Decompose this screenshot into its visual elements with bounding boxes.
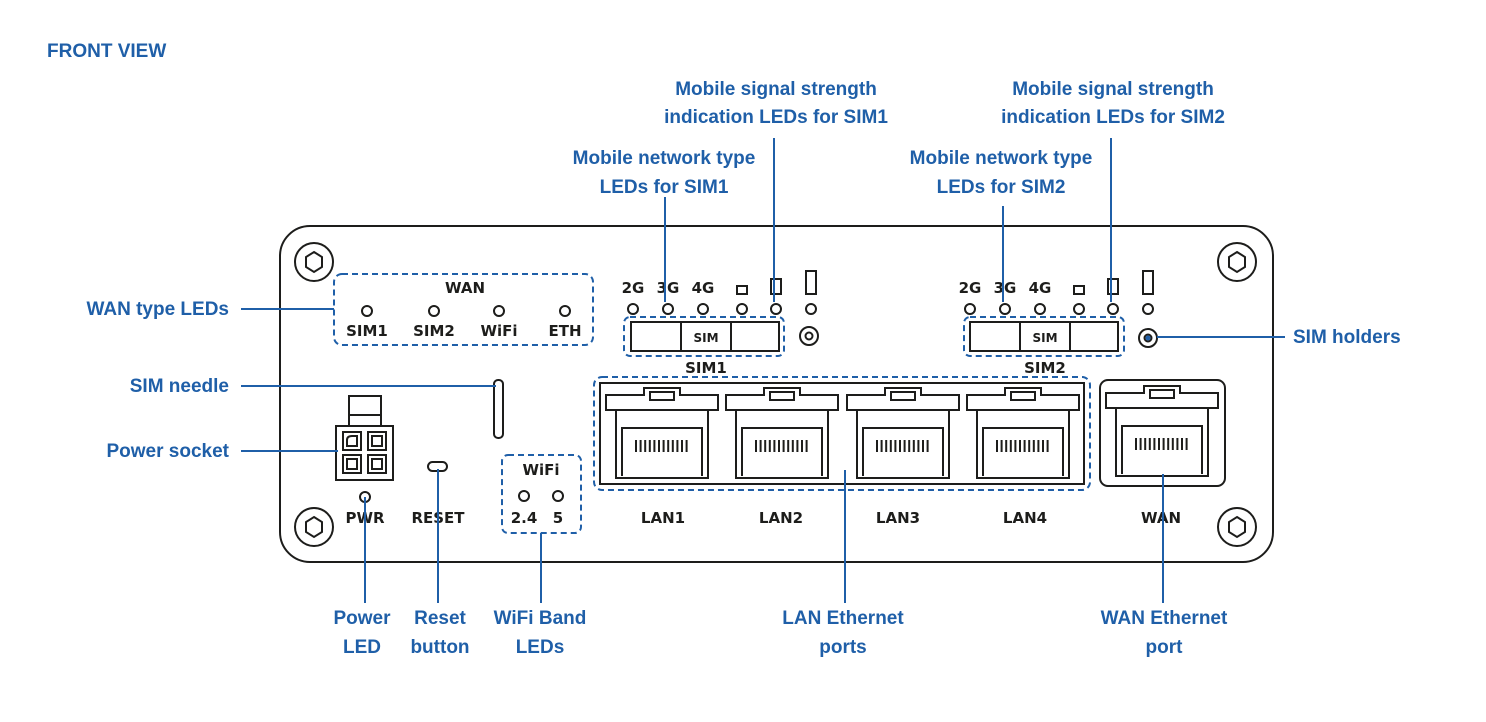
sim1-led-4g: [697, 303, 709, 315]
wifi-band-callout-line2: LEDs: [516, 637, 565, 658]
signal-sim1-callout-line1: Mobile signal strength: [675, 79, 877, 100]
sim1-led-3g: [662, 303, 674, 315]
sim1-holder-label: SIM1: [685, 359, 727, 377]
sim2-holder-label: SIM2: [1024, 359, 1066, 377]
signal-mid-icon: [770, 278, 782, 295]
wan-port-frame: [1099, 379, 1226, 487]
sim1-led-signal-2: [770, 303, 782, 315]
wan-led-sim1-label: SIM1: [346, 322, 388, 340]
wifi-band-led-group: WiFi 2.4 5: [501, 454, 582, 534]
wan-led-wifi-label: WiFi: [480, 322, 517, 340]
sim2-4g-label: 4G: [1029, 279, 1052, 297]
wan-led-sim1: [361, 305, 373, 317]
sim-holders-callout: SIM holders: [1293, 327, 1401, 348]
sim1-led-signal-3: [805, 303, 817, 315]
sim2-holder[interactable]: SIM SIM2: [963, 316, 1125, 377]
power-led-callout-line1: Power: [333, 608, 391, 629]
wan-port-label: WAN: [1141, 509, 1181, 527]
sim1-2g-label: 2G: [622, 279, 645, 297]
wan-led-eth: [559, 305, 571, 317]
wan-port-callout-line1: WAN Ethernet: [1101, 608, 1228, 629]
lan3-label: LAN3: [876, 509, 920, 527]
sim1-holder[interactable]: SIM SIM1: [623, 316, 785, 377]
power-socket[interactable]: [335, 395, 394, 481]
lan4-label: LAN4: [1003, 509, 1047, 527]
sim1-3g-label: 3G: [657, 279, 680, 297]
sim1-tray-label: SIM: [693, 331, 718, 345]
sim1-led-signal-1: [736, 303, 748, 315]
nettype-sim1-callout-line2: LEDs for SIM1: [600, 177, 729, 198]
signal-high-icon: [1142, 270, 1154, 295]
lan-ports: [605, 387, 1080, 479]
sim-needle[interactable]: [493, 379, 504, 439]
router-body: [279, 225, 1274, 563]
wifi-band-callout-line1: WiFi Band: [494, 608, 587, 629]
lan-ports-frame: [599, 382, 1085, 485]
reset-button-callout-line1: Reset: [414, 608, 466, 629]
wan-type-callout: WAN type LEDs: [86, 299, 229, 320]
sim1-led-group: 2G 3G 4G: [622, 270, 817, 315]
signal-low-icon: [1073, 285, 1085, 295]
power-socket-callout: Power socket: [107, 441, 230, 462]
nettype-sim2-callout-line2: LEDs for SIM2: [937, 177, 1066, 198]
screw-icon: [1217, 507, 1257, 547]
reset-button-callout-line2: button: [410, 637, 469, 658]
lan1-port[interactable]: [605, 387, 719, 479]
sim2-led-group: 2G 3G 4G: [959, 270, 1154, 315]
signal-mid-icon: [1107, 278, 1119, 295]
sim2-led-signal-2: [1107, 303, 1119, 315]
sim2-led-2g: [964, 303, 976, 315]
lan-ports-callout-line1: LAN Ethernet: [782, 608, 904, 629]
lan2-label: LAN2: [759, 509, 803, 527]
wan-led-eth-label: ETH: [548, 322, 581, 340]
sim2-led-3g: [999, 303, 1011, 315]
power-led-callout-line2: LED: [343, 637, 381, 658]
wifi-led-24: [518, 490, 530, 502]
signal-sim2-callout-line2: indication LEDs for SIM2: [1001, 107, 1225, 128]
wan-group-label: WAN: [445, 279, 485, 297]
nettype-sim1-callout-line1: Mobile network type: [573, 148, 756, 169]
wifi-24-label: 2.4: [511, 509, 538, 527]
wan-port-callout-line2: port: [1146, 637, 1184, 658]
screw-icon: [294, 507, 334, 547]
sim2-2g-label: 2G: [959, 279, 982, 297]
sim2-led-signal-1: [1073, 303, 1085, 315]
wan-led-wifi: [493, 305, 505, 317]
wan-led-group: WAN SIM1 SIM2 WiFi ETH: [333, 273, 594, 346]
signal-sim2-callout-line1: Mobile signal strength: [1012, 79, 1214, 100]
wifi-5-label: 5: [553, 509, 563, 527]
sim1-eject-icon[interactable]: [799, 326, 819, 346]
lan1-label: LAN1: [641, 509, 685, 527]
lan4-port[interactable]: [966, 387, 1080, 479]
sim2-3g-label: 3G: [994, 279, 1017, 297]
lan3-port[interactable]: [846, 387, 960, 479]
screw-icon: [1217, 242, 1257, 282]
front-view-heading: FRONT VIEW: [47, 41, 166, 62]
signal-sim1-callout-line2: indication LEDs for SIM1: [664, 107, 888, 128]
wifi-led-5: [552, 490, 564, 502]
signal-high-icon: [805, 270, 817, 295]
wifi-band-group-label: WiFi: [522, 461, 559, 479]
leader-lines: [241, 138, 1285, 603]
wan-led-sim2: [428, 305, 440, 317]
lan2-port[interactable]: [725, 387, 839, 479]
sim-needle-callout: SIM needle: [130, 376, 229, 397]
wan-port: [1105, 385, 1219, 477]
wan-led-sim2-label: SIM2: [413, 322, 455, 340]
nettype-sim2-callout-line1: Mobile network type: [910, 148, 1093, 169]
sim2-led-4g: [1034, 303, 1046, 315]
lan-ports-callout-line2: ports: [819, 637, 867, 658]
sim2-led-signal-3: [1142, 303, 1154, 315]
sim1-4g-label: 4G: [692, 279, 715, 297]
screw-icon: [294, 242, 334, 282]
sim2-tray-label: SIM: [1032, 331, 1057, 345]
signal-low-icon: [736, 285, 748, 295]
lan-ports-group: [593, 376, 1091, 491]
sim1-led-2g: [627, 303, 639, 315]
wan-ethernet-port[interactable]: [1105, 385, 1219, 477]
